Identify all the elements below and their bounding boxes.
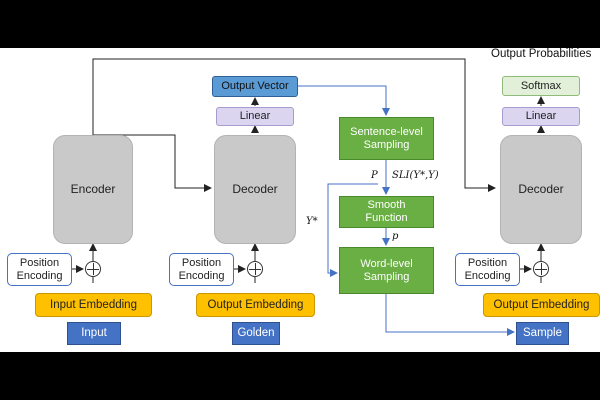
linear-box: Linear: [216, 107, 294, 126]
encoder-block: Encoder: [53, 135, 133, 244]
smooth-function-box: Smooth Function: [339, 196, 434, 228]
y-star-label: Y*: [306, 216, 318, 227]
p-upper-label: P: [371, 170, 378, 181]
input-embedding-box: Input Embedding: [35, 293, 152, 317]
connector-lines: [72, 58, 545, 336]
position-encoding-box: Position Encoding: [169, 253, 234, 286]
sentence-level-sampling-box: Sentence-level Sampling: [339, 117, 434, 160]
add-icon: [533, 261, 549, 277]
linear-box: Linear: [502, 107, 580, 126]
diagram-canvas: Output Probabilities Encoder Position En…: [0, 48, 600, 352]
output-vector-box: Output Vector: [212, 76, 298, 97]
input-box: Input: [67, 322, 121, 345]
decoder-block: Decoder: [500, 135, 582, 244]
output-probabilities-title: Output Probabilities: [491, 48, 592, 60]
position-encoding-box: Position Encoding: [7, 253, 72, 286]
add-icon: [247, 261, 263, 277]
decoder-block: Decoder: [214, 135, 296, 244]
output-embedding-box: Output Embedding: [196, 293, 315, 317]
position-encoding-box: Position Encoding: [455, 253, 520, 286]
output-embedding-box: Output Embedding: [483, 293, 600, 317]
sample-box: Sample: [516, 322, 569, 345]
golden-box: Golden: [232, 322, 280, 345]
p-lower-label: p: [392, 231, 399, 242]
sli-label: SLI(Y*,Y): [392, 170, 439, 181]
add-icon: [85, 261, 101, 277]
word-level-sampling-box: Word-level Sampling: [339, 247, 434, 294]
softmax-box: Softmax: [502, 76, 580, 96]
